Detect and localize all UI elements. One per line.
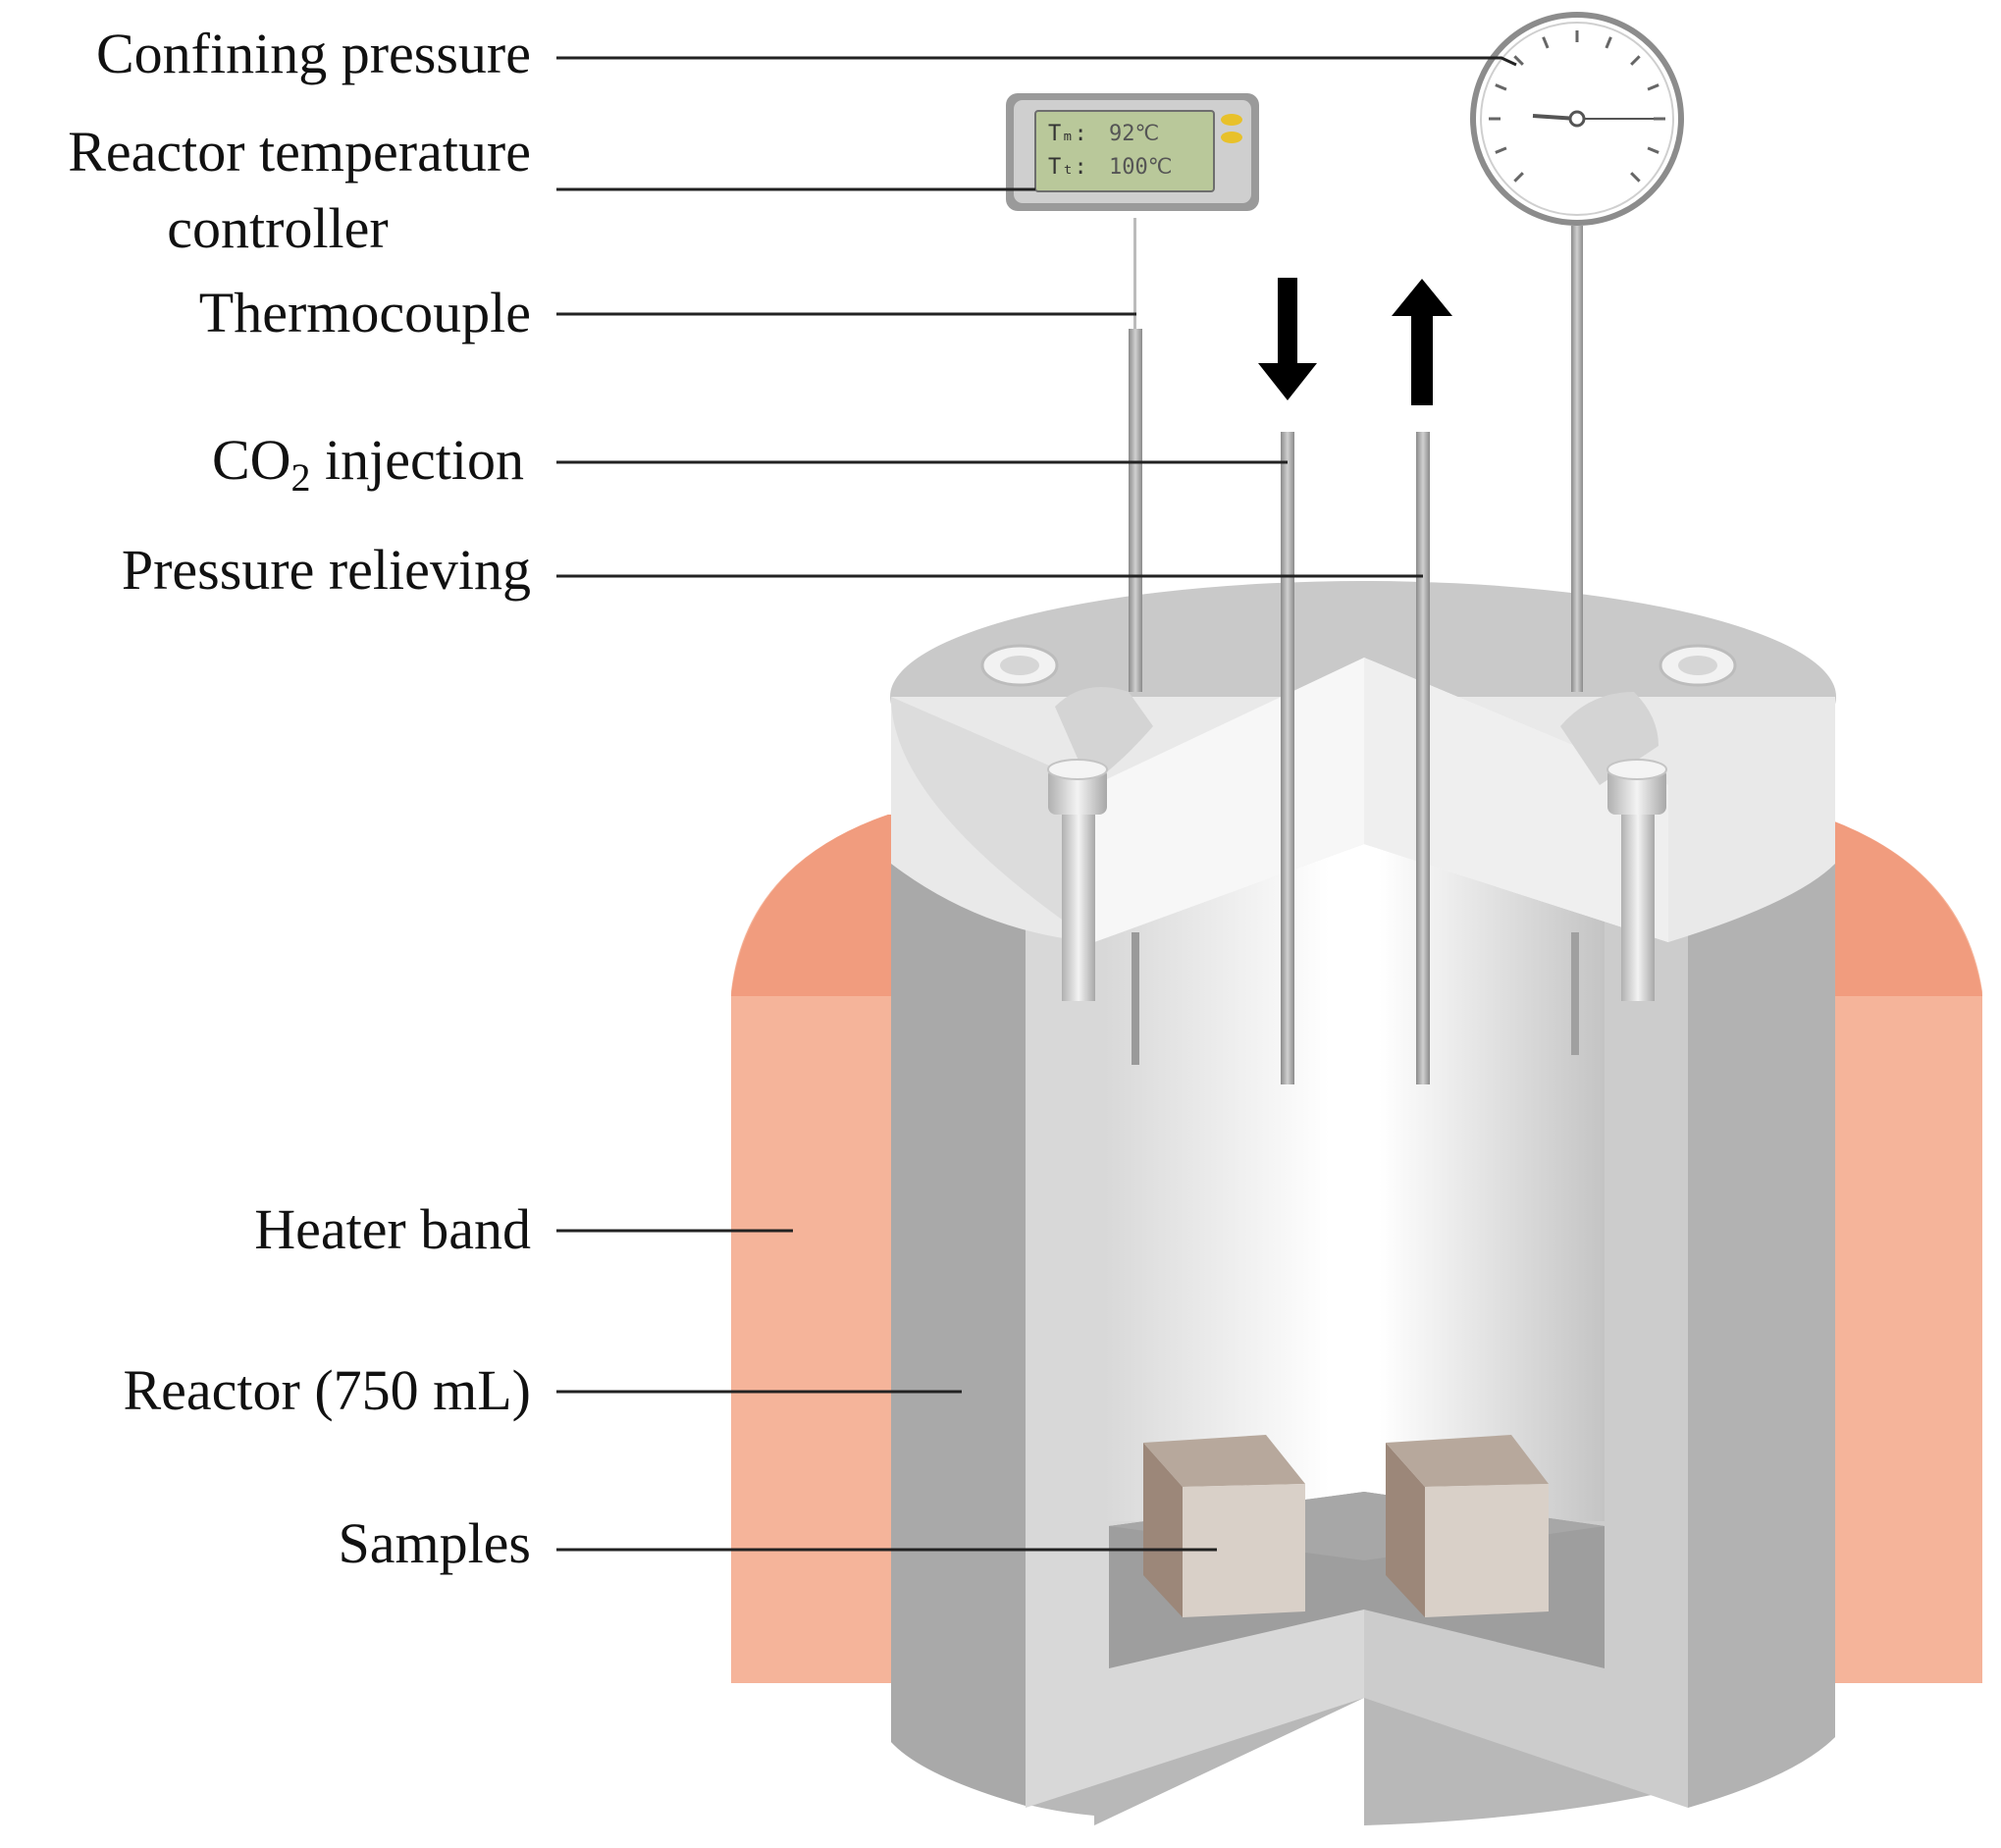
controller-row1-label: Tₘ: (1048, 122, 1087, 146)
co2-injection-pipe (1281, 432, 1294, 1084)
sample-block-left (1143, 1435, 1305, 1617)
pressure-gauge (1470, 12, 1684, 226)
gauge-tick (1495, 83, 1507, 91)
injection-arrow-down (1258, 278, 1317, 400)
sample-block-right (1386, 1435, 1549, 1617)
label-co2-suffix: injection (310, 428, 524, 492)
thermocouple-rod (1129, 218, 1142, 1065)
label-reactor-temperature-controller-line2: controller (167, 196, 389, 260)
controller-row2-label: Tₜ: (1048, 155, 1087, 180)
gauge-tick (1630, 172, 1641, 183)
label-thermocouple: Thermocouple (198, 281, 531, 344)
label-pressure-relieving: Pressure relieving (121, 538, 531, 602)
label-confining-pressure: Confining pressure (96, 22, 531, 85)
relief-arrow-up (1392, 279, 1452, 405)
reactor-vessel (891, 731, 1835, 1825)
label-reactor: Reactor (750 mL) (123, 1358, 531, 1422)
gauge-tick (1513, 172, 1524, 183)
lid-bolts (1047, 759, 1667, 1001)
leader-confining-pressure (556, 56, 1517, 67)
label-heater-band: Heater band (254, 1197, 531, 1261)
label-samples: Samples (338, 1511, 531, 1575)
gauge-tick (1542, 36, 1550, 49)
gauge-tick (1605, 36, 1612, 49)
leader-lines (556, 56, 1517, 1552)
pressure-relieving-pipe (1416, 432, 1430, 1084)
gauge-tick (1647, 146, 1659, 154)
label-reactor-temperature-controller-line1: Reactor temperature (68, 120, 531, 184)
label-co2-subscript: 2 (290, 455, 311, 500)
label-co2-prefix: CO (211, 428, 291, 492)
pressure-gauge-stem (1571, 226, 1583, 1055)
controller-row2-value: 100℃ (1109, 155, 1173, 180)
gauge-tick (1647, 83, 1659, 91)
gauge-tick (1513, 55, 1524, 66)
gauge-tick (1495, 146, 1507, 154)
label-co2-injection: CO2 injection (212, 432, 524, 498)
reactor-lid (890, 581, 1836, 942)
gauge-tick (1630, 55, 1641, 66)
temperature-controller (1006, 93, 1259, 211)
controller-row1-value: 92℃ (1109, 122, 1160, 146)
